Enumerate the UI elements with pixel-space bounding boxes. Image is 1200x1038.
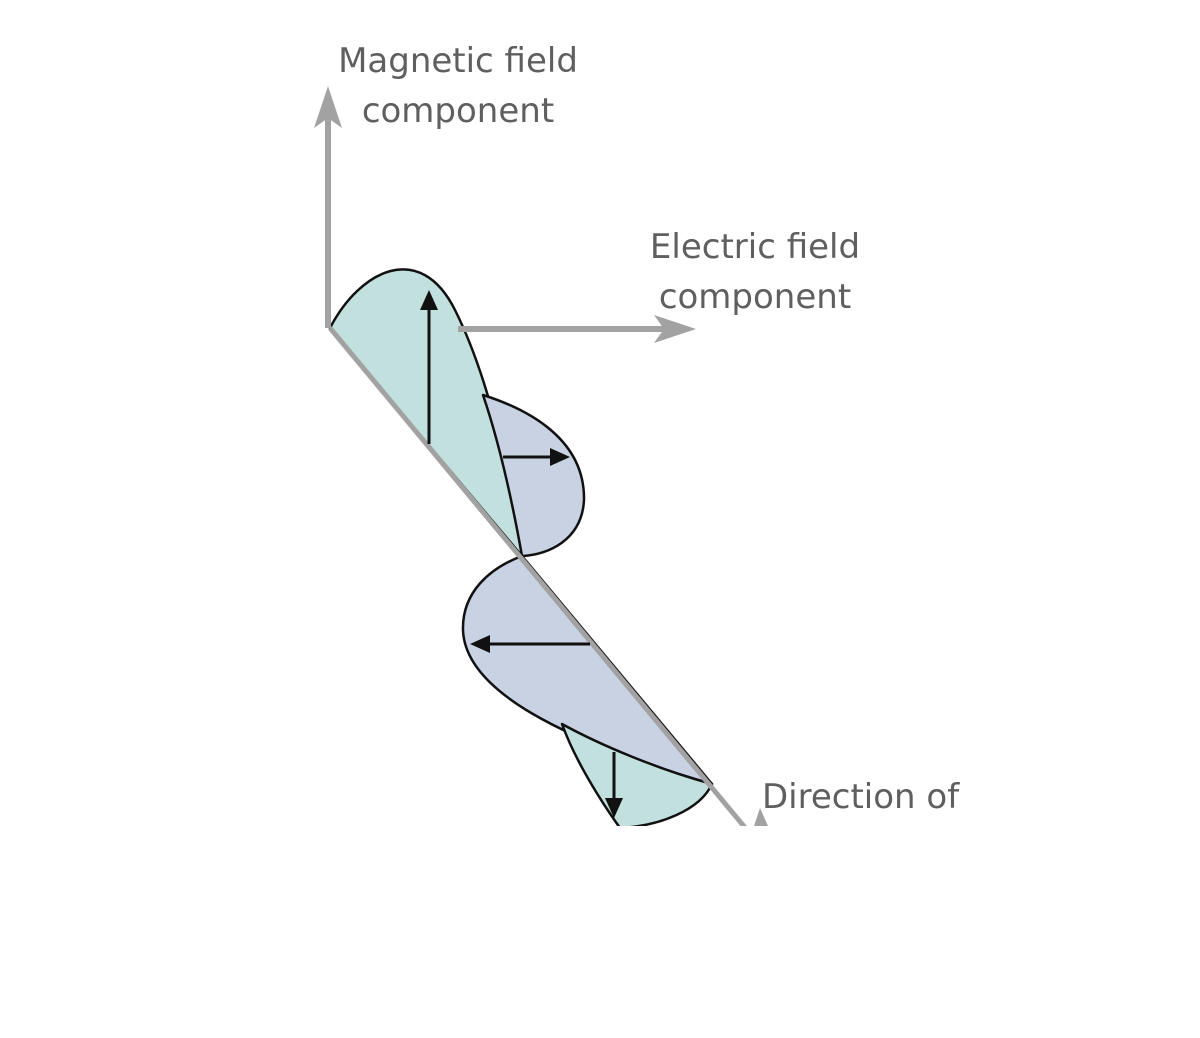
- magnetic-axis-arrowhead: [314, 86, 342, 128]
- electric-field-label-line1: Electric field: [649, 227, 861, 267]
- electric-vector-right-head: [550, 448, 570, 466]
- magnetic-vector-down-head: [605, 798, 623, 818]
- electric-axis-arrowhead: [654, 315, 696, 343]
- propagation-arrowhead: [754, 808, 768, 826]
- electric-field-label-line2: component: [658, 277, 852, 317]
- propagation-axis: [328, 326, 747, 826]
- electric-wave-lobe-1: [481, 393, 586, 558]
- magnetic-vector-up-head: [420, 290, 438, 310]
- field-vectors: [420, 290, 623, 818]
- electric-vector-left-head: [470, 635, 490, 653]
- magnetic-field-label: Magnetic field component: [328, 36, 588, 136]
- direction-label-line1: Direction of: [762, 777, 960, 817]
- magnetic-field-label-line2: component: [361, 91, 555, 131]
- electric-field-label: Electric field component: [630, 222, 880, 322]
- magnetic-field-label-line1: Magnetic field: [338, 41, 578, 81]
- direction-label: Direction of: [762, 772, 959, 822]
- magnetic-wave-lobe-2: [560, 722, 714, 826]
